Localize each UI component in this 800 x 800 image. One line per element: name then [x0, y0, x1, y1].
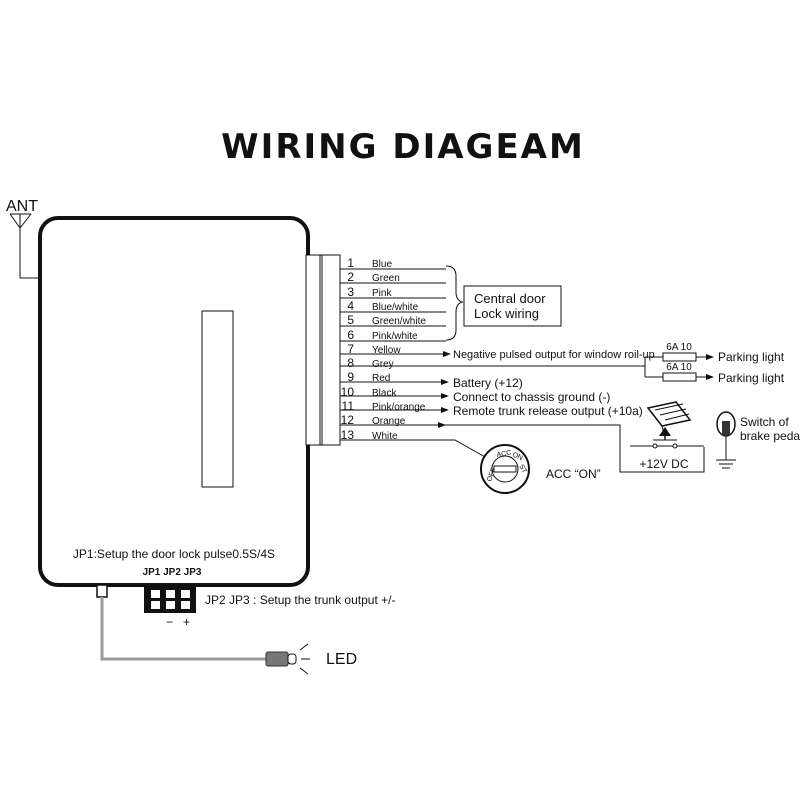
polarity-plus: + — [183, 615, 190, 629]
trunk-label: Remote trunk release output (+10a) — [453, 404, 643, 418]
ignition-pos-on: ON — [511, 451, 523, 462]
unit-label-window — [201, 310, 234, 488]
wire-number: 4 — [347, 299, 354, 313]
wire-number: 7 — [347, 342, 354, 356]
wire-color-label: Orange — [372, 416, 406, 427]
fuse-1-label: 6A 10 — [666, 342, 692, 353]
wire-color-label: Blue — [372, 259, 392, 270]
wire-labels: 1 Blue 2 Green 3 Pink 4 Blue/white 5 Green/white 6… — [341, 256, 427, 442]
battery-label: Battery (+12) — [453, 376, 523, 390]
wire-color-label: White — [372, 431, 398, 442]
brake-switch-circuit: +12V DC Switch of brake pedal — [630, 401, 800, 471]
central-door-box — [463, 285, 562, 327]
wire-color-label: Black — [372, 388, 397, 399]
central-door-label-line1: Central door — [474, 291, 546, 306]
wire-color-label: Green — [372, 273, 400, 284]
led-lead: LED — [96, 584, 357, 675]
dc-label: +12V DC — [639, 457, 688, 471]
page-title: WIRING DIAGEAM — [221, 127, 585, 167]
wire-number: 2 — [347, 270, 354, 284]
wire-color-label: Blue/white — [372, 302, 419, 313]
wire-color-label: Yellow — [372, 345, 401, 356]
fuse-1 — [662, 352, 697, 362]
antenna-icon — [9, 213, 40, 279]
wire-number: 3 — [347, 285, 354, 299]
control-unit: JP1:Setup the door lock pulse0.5S/4S JP1… — [38, 216, 310, 587]
antenna-label: ANT — [6, 198, 38, 215]
wire-color-label: Pink — [372, 288, 392, 299]
antenna: ANT — [6, 198, 40, 279]
ignition-pos-acc: ACC — [496, 450, 512, 459]
fuse-2-label: 6A 10 — [666, 362, 692, 373]
wire-number: 13 — [341, 428, 355, 442]
wire-color-label: Pink/white — [372, 331, 418, 342]
bulb-icon — [716, 411, 736, 469]
wire-color-label: Pink/orange — [372, 402, 426, 413]
jumper-labels: JP1 JP2 JP3 — [143, 567, 202, 578]
wire-number: 1 — [347, 256, 354, 270]
ground-label: Connect to chassis ground (-) — [453, 390, 610, 404]
wire-color-label: Grey — [372, 359, 394, 370]
jp1-note: JP1:Setup the door lock pulse0.5S/4S — [73, 547, 275, 561]
wire-number: 11 — [342, 399, 355, 413]
led-icon — [265, 643, 310, 675]
ignition-switch-icon: OFF ACC ON ST — [480, 444, 530, 494]
wire-number: 5 — [347, 313, 354, 327]
wire-number: 6 — [347, 328, 354, 342]
led-label: LED — [326, 651, 357, 668]
jp23-note: JP2 JP3 : Setup the trunk output +/- — [205, 593, 395, 607]
brake-switch-label-line2: brake pedal — [740, 429, 800, 443]
brake-switch-label-line1: Switch of — [740, 415, 789, 429]
output-wiring: Negative pulsed output for window roil-u… — [340, 342, 785, 473]
ignition-pos-st: ST — [517, 464, 528, 476]
acc-label: ACC “ON” — [546, 467, 601, 481]
wire-number: 8 — [347, 356, 354, 370]
control-unit-body — [38, 216, 310, 587]
wire-connector — [305, 254, 341, 446]
parking-light-2: Parking light — [718, 371, 785, 385]
jumper-block: − + — [144, 585, 196, 629]
wire-number: 10 — [341, 385, 355, 399]
parking-light-1: Parking light — [718, 350, 785, 364]
polarity-minus: − — [166, 615, 173, 629]
brake-pedal-icon — [646, 401, 692, 435]
ignition-pos-off: OFF — [486, 467, 497, 483]
central-door-label-line2: Lock wiring — [474, 306, 539, 321]
wire-color-label: Green/white — [372, 316, 426, 327]
wire-number: 9 — [347, 370, 354, 384]
wire-lines — [340, 268, 446, 342]
wire-number: 12 — [341, 413, 355, 427]
window-output-label: Negative pulsed output for window roil-u… — [453, 349, 655, 361]
wire-color-label: Red — [372, 373, 390, 384]
central-door-group: Central door Lock wiring — [445, 265, 562, 341]
fuse-2 — [662, 372, 697, 382]
